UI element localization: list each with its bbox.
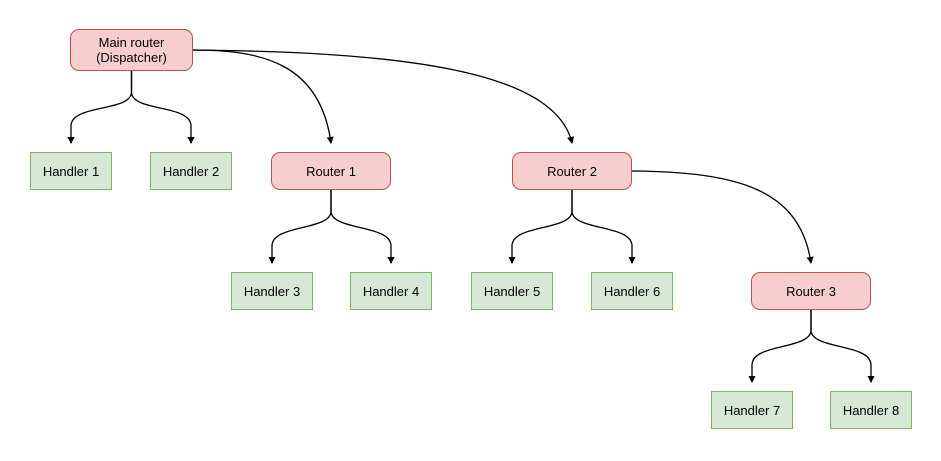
- node-main-router[interactable]: Main router (Dispatcher): [70, 29, 193, 71]
- edge-router-2-to-router-3: [631, 170, 814, 265]
- edge-main-router-to-handler-2: [130, 71, 195, 145]
- node-handler-3[interactable]: Handler 3: [231, 272, 313, 310]
- edge-router-3-to-handler-8: [810, 310, 875, 384]
- edge-router-1-to-handler-3: [268, 190, 332, 265]
- node-router-3[interactable]: Router 3: [751, 272, 871, 310]
- node-router-2[interactable]: Router 2: [512, 152, 632, 190]
- node-router-2-label: Router 2: [547, 163, 597, 179]
- node-router-3-label: Router 3: [786, 283, 836, 299]
- node-handler-8[interactable]: Handler 8: [830, 391, 912, 429]
- edge-main-router-to-router-2: [192, 49, 575, 145]
- node-handler-4-label: Handler 4: [362, 283, 420, 299]
- node-handler-5-label: Handler 5: [483, 283, 541, 299]
- node-main-router-label: Main router (Dispatcher): [96, 35, 167, 65]
- node-handler-7-label: Handler 7: [723, 402, 781, 418]
- edge-router-1-to-handler-4: [330, 190, 395, 265]
- edge-router-2-to-handler-6: [571, 190, 636, 265]
- node-handler-3-label: Handler 3: [243, 283, 301, 299]
- node-handler-1-label: Handler 1: [42, 163, 100, 179]
- node-handler-2-label: Handler 2: [162, 163, 220, 179]
- node-router-1-label: Router 1: [306, 163, 356, 179]
- edge-router-2-to-handler-5: [508, 190, 573, 265]
- node-handler-5[interactable]: Handler 5: [471, 272, 553, 310]
- node-handler-8-label: Handler 8: [842, 402, 900, 418]
- node-handler-1[interactable]: Handler 1: [30, 152, 112, 190]
- edge-main-router-to-handler-1: [67, 71, 133, 145]
- node-handler-6-label: Handler 6: [603, 283, 661, 299]
- edge-router-3-to-handler-7: [748, 310, 812, 384]
- node-handler-7[interactable]: Handler 7: [711, 391, 793, 429]
- node-router-1[interactable]: Router 1: [271, 152, 391, 190]
- node-handler-6[interactable]: Handler 6: [591, 272, 673, 310]
- node-handler-2[interactable]: Handler 2: [150, 152, 232, 190]
- node-handler-4[interactable]: Handler 4: [350, 272, 432, 310]
- edge-main-router-to-router-1: [192, 49, 334, 145]
